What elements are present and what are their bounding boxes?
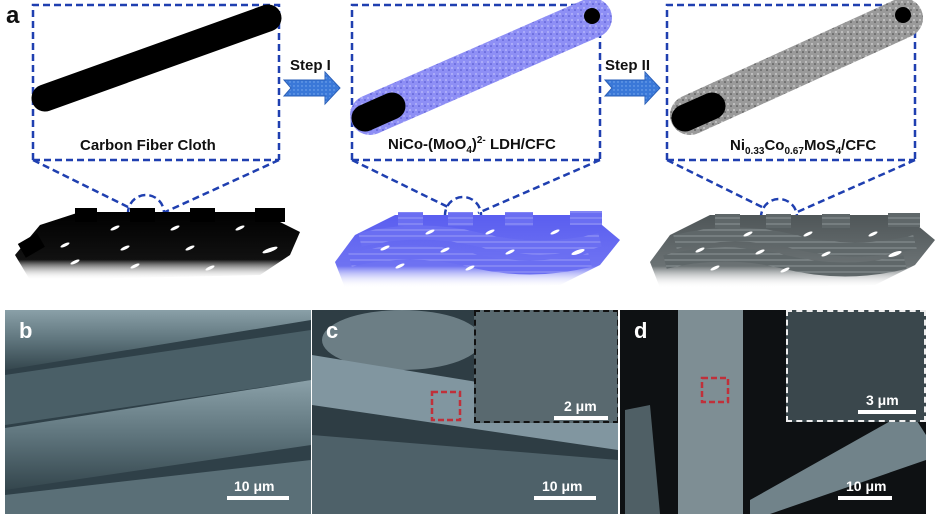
- stage-2-label-tail: LDH/CFC: [485, 136, 556, 153]
- panel-c-scale-label: 10 μm: [542, 478, 583, 494]
- panel-d-letter: d: [634, 318, 648, 343]
- stage-3-cfc: /CFC: [841, 137, 877, 154]
- step-1-arrow-icon: [282, 70, 341, 106]
- stage-2-label-paren: ): [471, 136, 477, 153]
- carbon-fiber-cloth-weave: [15, 208, 300, 280]
- panel-c-letter: c: [326, 318, 339, 343]
- stage-3-mos: MoS: [803, 137, 836, 154]
- stage-2-label-sub: 4: [466, 145, 472, 156]
- panel-c-inset-scale-bar: [554, 416, 608, 420]
- step-2-label: Step II: [605, 57, 651, 74]
- stage-3-ni: Ni: [730, 137, 745, 154]
- panel-d-scale-label: 10 μm: [846, 478, 887, 494]
- panel-b-scale-label: 10 μm: [234, 478, 275, 494]
- step-1-label: Step I: [290, 57, 331, 74]
- stage-3-co: Co: [764, 137, 785, 154]
- panel-d-scale-bar: [838, 496, 892, 500]
- carbon-fiber-rod: [31, 4, 282, 112]
- panel-d-inset-scale-label: 3 μm: [866, 392, 899, 408]
- sem-panel-c: 2 μm c 10 μm: [312, 310, 618, 514]
- sem-panel-d: 3 μm d 10 μm: [620, 310, 926, 514]
- stage-3-label: Ni0.33Co0.67MoS4/CFC: [730, 137, 876, 157]
- sem-panel-b: b 10 μm: [5, 310, 311, 514]
- stage-2-label: NiCo-(MoO4)2- LDH/CFC: [388, 135, 556, 156]
- panel-d-inset-scale-bar: [858, 410, 916, 414]
- panel-c-inset: 2 μm: [474, 310, 618, 423]
- stage-3-mos-sub: 4: [835, 146, 842, 157]
- mos4-coated-fiber: [670, 0, 923, 135]
- step-2-arrow-icon: [603, 70, 661, 106]
- sem-image-b: [5, 310, 311, 514]
- stage-1-label: Carbon Fiber Cloth: [80, 137, 216, 154]
- ldh-cloth-weave: [335, 211, 620, 288]
- stage-3-ni-sub: 0.33: [745, 146, 765, 157]
- panel-c-scale-bar: [534, 496, 596, 500]
- panel-b-scale-bar: [227, 496, 289, 500]
- panel-c-inset-scale-label: 2 μm: [564, 398, 597, 414]
- ldh-coated-fiber: [350, 0, 612, 135]
- stage-2-label-sup: 2-: [476, 135, 486, 146]
- schematic-panel-a: [15, 0, 935, 288]
- panel-b-letter: b: [19, 318, 33, 343]
- stage-3-co-sub: 0.67: [784, 146, 804, 157]
- mos4-cloth-weave: [650, 213, 935, 288]
- stage-2-label-main: NiCo-(MoO: [388, 136, 467, 153]
- panel-d-inset: 3 μm: [786, 310, 926, 422]
- panel-a-letter: a: [6, 2, 20, 29]
